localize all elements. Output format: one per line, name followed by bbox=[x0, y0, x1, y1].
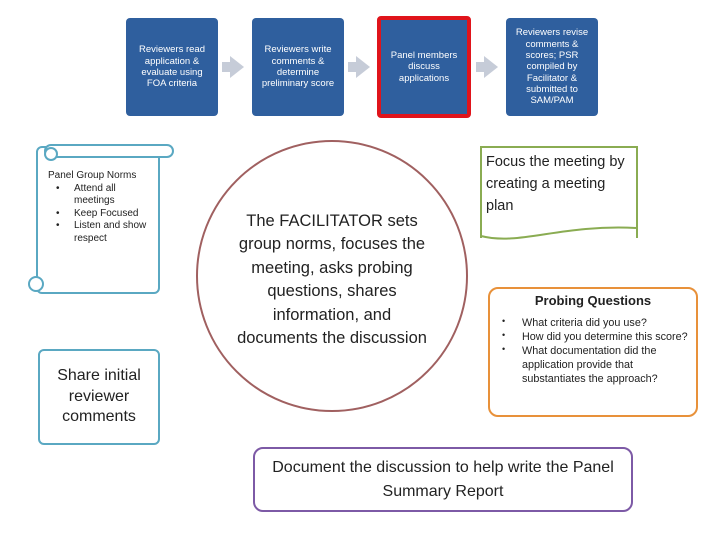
facilitator-circle bbox=[196, 140, 468, 412]
step-revise-comments: Reviewers revise comments & scores; PSR … bbox=[506, 18, 598, 116]
arrow-right-icon bbox=[348, 56, 370, 78]
share-comments-box: Share initial reviewer comments bbox=[38, 349, 160, 445]
share-comments-text: Share initial reviewer comments bbox=[57, 366, 141, 426]
step-label: Reviewers read application & evaluate us… bbox=[139, 44, 205, 90]
step-label: Panel members discuss applications bbox=[390, 49, 458, 84]
probing-questions-list: What criteria did you use? How did you d… bbox=[494, 316, 694, 386]
arrow-right-icon bbox=[222, 56, 244, 78]
document-discussion-box: Document the discussion to help write th… bbox=[253, 447, 633, 512]
step-label: Reviewers write comments & determine pre… bbox=[261, 44, 335, 90]
document-discussion-text: Document the discussion to help write th… bbox=[272, 459, 614, 500]
probing-questions-title: Probing Questions bbox=[534, 293, 652, 308]
step-write-comments: Reviewers write comments & determine pre… bbox=[252, 18, 344, 116]
step-read-application: Reviewers read application & evaluate us… bbox=[126, 18, 218, 116]
list-item: How did you determine this score? bbox=[494, 330, 694, 344]
list-item: Listen and show respect bbox=[48, 220, 158, 245]
list-item: Attend all meetings bbox=[48, 183, 158, 208]
arrow-right-icon bbox=[476, 56, 498, 78]
scroll-curl-icon bbox=[44, 147, 58, 161]
probing-questions-box bbox=[488, 287, 698, 417]
list-item: Keep Focused bbox=[48, 208, 158, 221]
meeting-plan-text: Focus the meeting by creating a meeting … bbox=[486, 154, 625, 214]
document-wave-edge bbox=[480, 224, 638, 240]
step-discuss-applications: Panel members discuss applications bbox=[377, 16, 471, 118]
step-label: Reviewers revise comments & scores; PSR … bbox=[515, 27, 589, 107]
scroll-top-roll bbox=[44, 144, 174, 158]
scroll-curl-icon bbox=[28, 276, 44, 292]
list-item: What criteria did you use? bbox=[494, 316, 694, 330]
facilitator-text: The FACILITATOR sets group norms, focuse… bbox=[237, 212, 427, 348]
panel-norms: Panel Group Norms Attend all meetings Ke… bbox=[48, 170, 158, 245]
panel-norms-list: Attend all meetings Keep Focused Listen … bbox=[48, 183, 158, 246]
panel-norms-title: Panel Group Norms bbox=[48, 170, 137, 181]
list-item: What documentation did the application p… bbox=[494, 344, 694, 386]
meeting-plan-box bbox=[480, 146, 638, 238]
